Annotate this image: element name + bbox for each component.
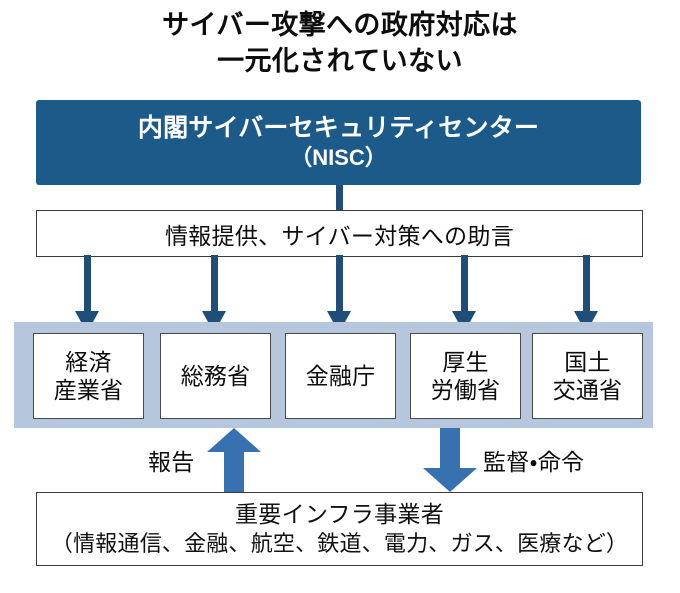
flow-label-report: 報告 (148, 449, 195, 475)
page-title-line-1: サイバー攻撃への政府対応は (162, 10, 518, 40)
node-critical-infrastructure-title: 重要インフラ事業者 (234, 501, 444, 528)
fan-arrow-stem (583, 255, 590, 313)
node-advisory-label: 情報提供、サイバー対策への助言 (164, 222, 515, 249)
flow-arrow-stem (224, 450, 244, 492)
flow-label-supervision: 監督・命令 (483, 449, 585, 475)
fan-arrow-stem (211, 255, 218, 313)
flow-arrow-supervision-down (423, 428, 477, 492)
node-ministry-label: 国土 交通省 (552, 348, 623, 403)
node-critical-infrastructure-sectors: （情報通信、金融、航空、鉄道、電力、ガス、医療など） (50, 531, 629, 557)
fan-arrow-stem (84, 255, 91, 313)
node-nisc-name: 内閣サイバーセキュリティセンター (137, 113, 540, 142)
node-ministry-label: 厚生 労働省 (430, 348, 501, 403)
node-nisc-abbreviation: （NISC） (290, 144, 387, 170)
node-ministry-label: 金融庁 (305, 362, 376, 389)
flow-arrow-head (207, 428, 261, 452)
flow-arrow-stem (440, 428, 460, 470)
node-ministry-mlit: 国土 交通省 (532, 333, 643, 419)
node-ministry-meti: 経済 産業省 (33, 333, 144, 419)
flow-arrow-head (423, 468, 477, 492)
node-nisc: 内閣サイバーセキュリティセンター （NISC） (36, 100, 641, 185)
node-ministry-soumu: 総務省 (160, 333, 271, 419)
connector-nisc-to-advisory (336, 185, 343, 211)
node-ministry-label: 経済 産業省 (53, 348, 124, 403)
node-ministry-fsa: 金融庁 (285, 333, 396, 419)
fan-arrow-stem (336, 255, 343, 313)
node-advisory: 情報提供、サイバー対策への助言 (36, 210, 643, 257)
node-ministry-mhlw: 厚生 労働省 (410, 333, 521, 419)
flow-arrow-report-up (207, 428, 261, 492)
node-ministry-label: 総務省 (180, 362, 251, 389)
page-title: サイバー攻撃への政府対応は 一元化されていない (0, 8, 680, 80)
node-critical-infrastructure: 重要インフラ事業者 （情報通信、金融、航空、鉄道、電力、ガス、医療など） (36, 492, 643, 566)
page-title-line-2: 一元化されていない (217, 45, 463, 76)
fan-arrow-stem (461, 255, 468, 313)
